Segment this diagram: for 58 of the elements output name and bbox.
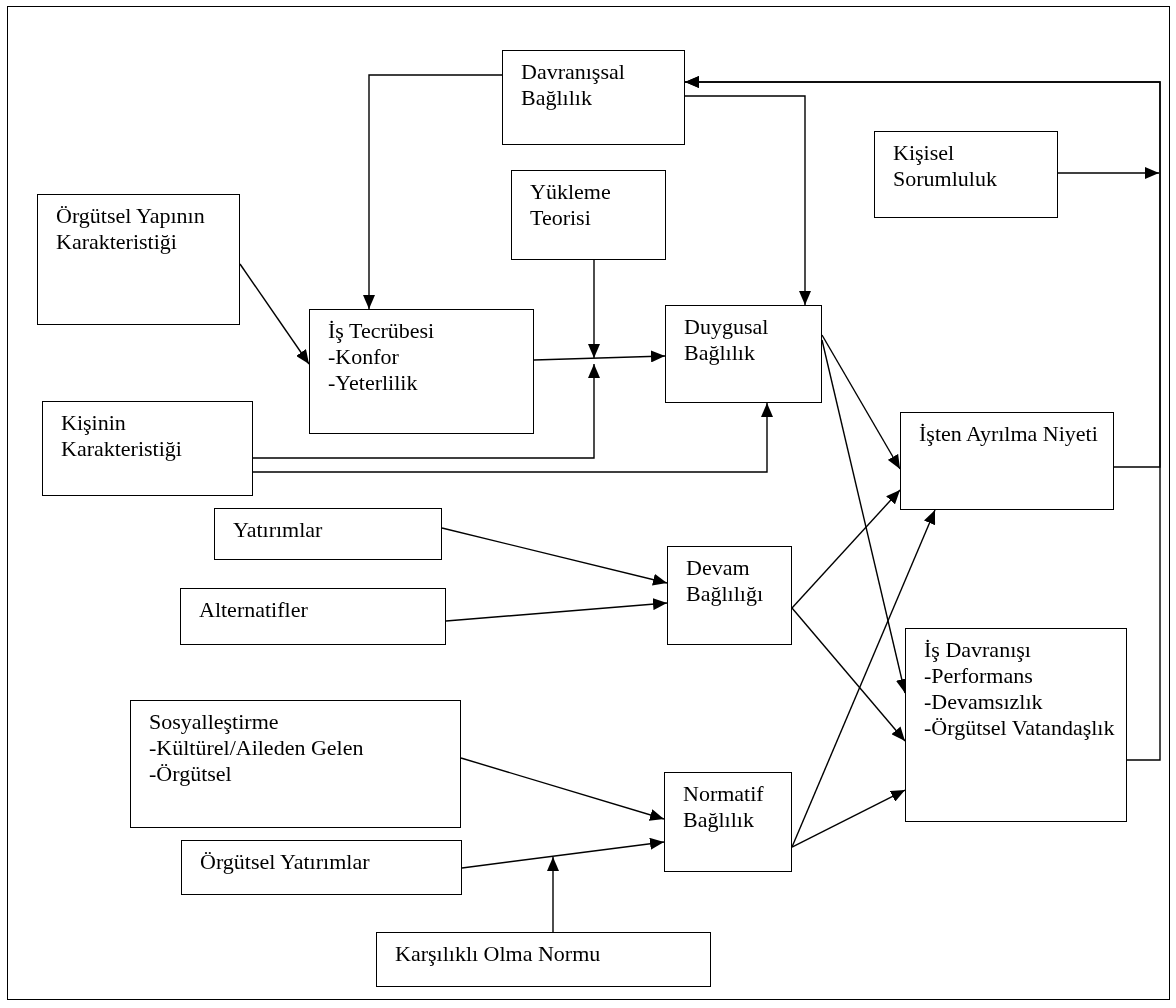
concept-box (511, 170, 666, 260)
box-label: Örgütsel Yapının Karakteristiği (56, 203, 206, 255)
arrow (252, 363, 600, 459)
concept-box (502, 50, 685, 145)
box-label: Sosyalleştirme (149, 709, 280, 735)
arrow (684, 76, 1161, 761)
arrow (445, 598, 668, 622)
concept-box (874, 131, 1058, 218)
arrow (252, 402, 773, 473)
box-label: -Kültürel/Aileden Gelen (149, 735, 365, 761)
box-label: -Devamsızlık (924, 689, 1044, 715)
box-label: -Örgütsel (149, 761, 233, 787)
concept-box (664, 772, 792, 872)
arrow (461, 837, 665, 869)
concept-box (42, 401, 253, 496)
concept-box (37, 194, 240, 325)
box-label: Devam Bağlılığı (686, 555, 764, 607)
box-label: -Performans (924, 663, 1034, 689)
arrow (791, 489, 901, 609)
box-label: İşten Ayrılma Niyeti (919, 421, 1099, 447)
box-label: Kişinin Karakteristiği (61, 410, 183, 462)
concept-box (309, 309, 534, 434)
concept-box (905, 628, 1127, 822)
arrow (441, 527, 668, 586)
arrow (791, 607, 906, 742)
arrow (547, 856, 559, 933)
box-label: Alternatifler (199, 597, 309, 623)
box-label: Karşılıklı Olma Normu (395, 941, 602, 967)
concept-box (376, 932, 711, 987)
arrow (684, 95, 811, 306)
box-label: Yükleme Teorisi (530, 179, 612, 231)
box-label: İş Tecrübesi (328, 318, 436, 344)
box-label: Davranışsal Bağlılık (521, 59, 626, 111)
box-label: -Konfor (328, 344, 400, 370)
arrow (239, 263, 310, 365)
arrow (1057, 167, 1160, 179)
arrow (533, 350, 666, 363)
box-label: Yatırımlar (233, 517, 324, 543)
box-label: İş Davranışı (924, 637, 1032, 663)
concept-box (667, 546, 792, 645)
box-label: -Yeterlilik (328, 370, 419, 396)
concept-box (214, 508, 442, 560)
box-label: -Örgütsel Vatandaşlık (924, 715, 1116, 741)
arrow (791, 789, 906, 848)
concept-box (180, 588, 446, 645)
box-label: Örgütsel Yatırımlar (200, 849, 371, 875)
arrow (791, 509, 936, 848)
arrow (588, 259, 600, 359)
box-label: Duygusal Bağlılık (684, 314, 770, 366)
concept-box (181, 840, 462, 895)
concept-box (900, 412, 1114, 510)
arrow (821, 334, 901, 470)
box-label: Normatif Bağlılık (683, 781, 765, 833)
arrow (460, 757, 665, 821)
concept-box (130, 700, 461, 828)
box-label: Kişisel Sorumluluk (893, 140, 998, 192)
concept-box (665, 305, 822, 403)
arrow (363, 74, 503, 310)
